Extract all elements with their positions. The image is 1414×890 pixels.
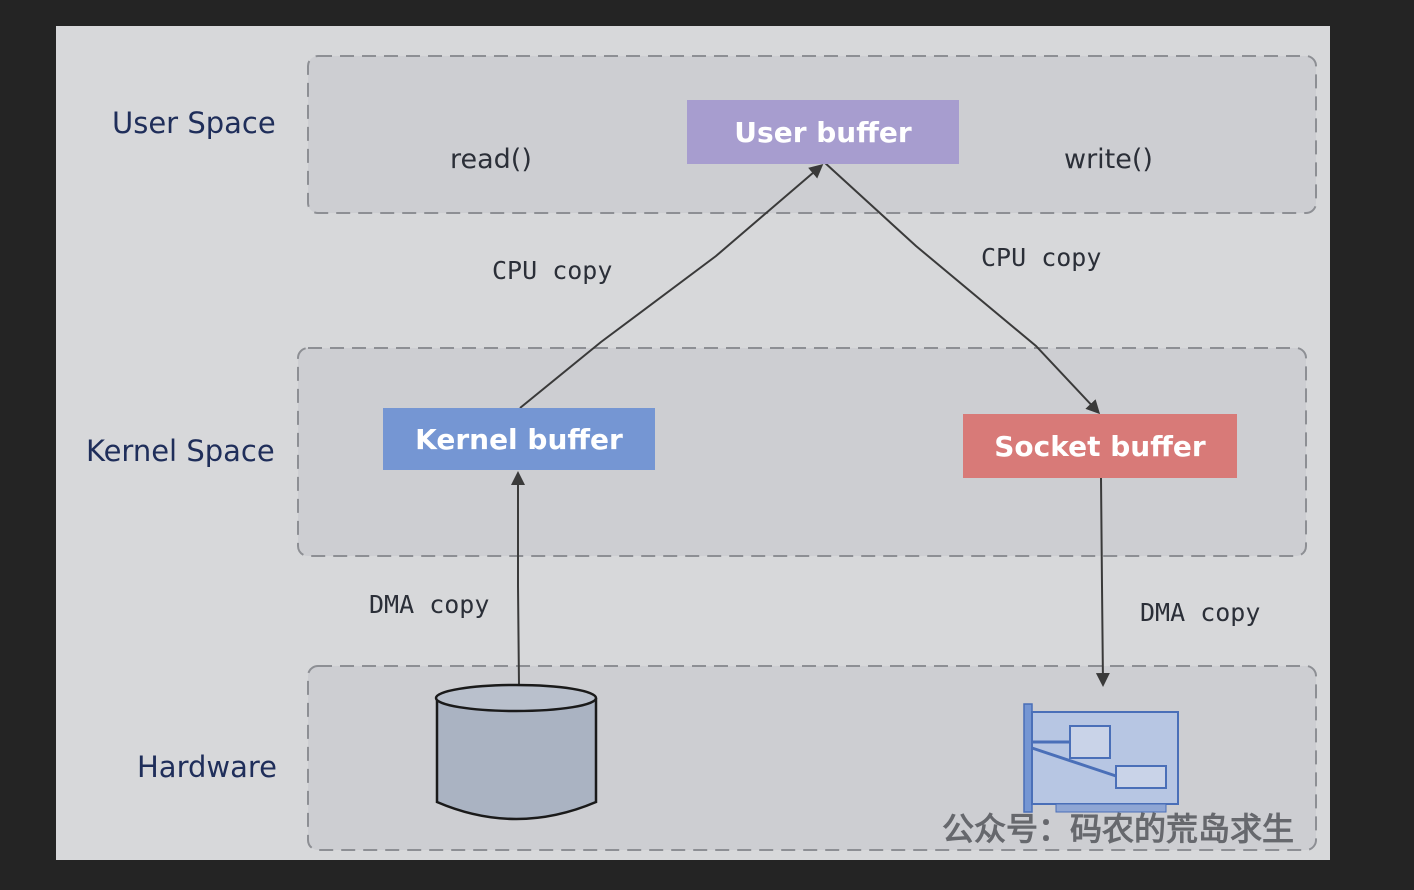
user-space-label: User Space xyxy=(112,106,276,140)
cpu-copy-label-left: CPU copy xyxy=(492,256,613,285)
user-buffer-box: User buffer xyxy=(687,100,959,164)
cpu-copy-label-right: CPU copy xyxy=(981,243,1102,272)
kernel-buffer-box: Kernel buffer xyxy=(383,408,655,470)
diagram-canvas: User Space Kernel Space Hardware read() … xyxy=(56,26,1330,860)
dma-copy-label-left: DMA copy xyxy=(369,590,490,619)
dma-copy-arrow-down xyxy=(1095,477,1110,687)
read-call-label: read() xyxy=(450,144,532,175)
write-call-label: write() xyxy=(1064,144,1153,175)
hardware-label: Hardware xyxy=(137,750,278,784)
watermark-text: 公众号：码农的荒岛求生 xyxy=(941,810,1294,848)
cpu-copy-arrow-down xyxy=(823,161,1101,415)
dma-copy-arrow-up xyxy=(511,471,525,687)
network-card-icon xyxy=(1023,703,1179,813)
socket-buffer-box: Socket buffer xyxy=(963,414,1237,478)
diagram-graphics xyxy=(297,55,1317,851)
kernel-space-label: Kernel Space xyxy=(86,434,275,468)
cpu-copy-arrow-up xyxy=(519,164,824,409)
dma-copy-label-right: DMA copy xyxy=(1140,598,1261,627)
disk-icon xyxy=(434,683,598,821)
kernel-space-region xyxy=(297,347,1307,557)
